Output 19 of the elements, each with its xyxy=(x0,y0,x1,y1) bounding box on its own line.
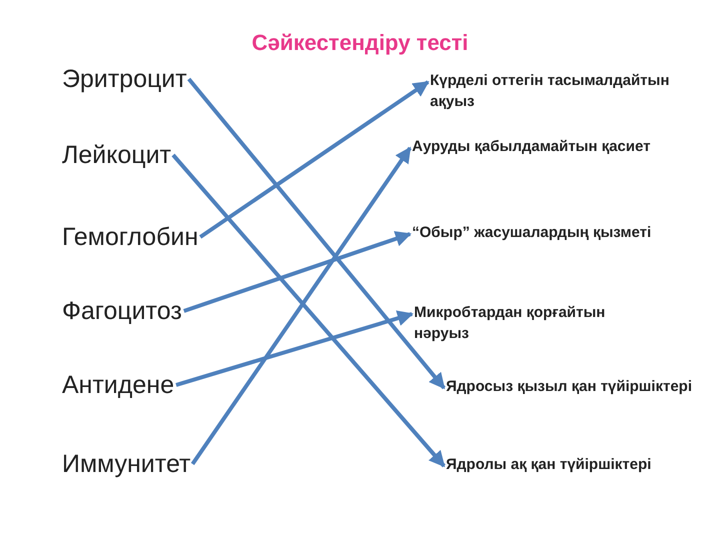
arrow xyxy=(176,310,414,387)
definition-text: Микробтардан қорғайтын нәруыз xyxy=(414,302,664,344)
definition-text: Ядросыз қызыл қан түйіршіктері xyxy=(446,376,696,397)
definition-text: Ядролы ақ қан түйіршіктері xyxy=(446,454,696,475)
arrow xyxy=(183,231,412,313)
term-text: Эритроцит xyxy=(62,64,187,94)
term-text: Гемоглобин xyxy=(62,222,198,252)
arrow xyxy=(172,154,446,468)
arrow xyxy=(190,146,412,466)
definition-text: “Обыр” жасушалардың қызметі xyxy=(412,222,662,243)
arrow xyxy=(199,80,430,239)
term-text: Лейкоцит xyxy=(62,140,172,170)
term-text: Фагоцитоз xyxy=(62,296,182,326)
definition-text: Күрделі оттегін тасымалдайтын ақуыз xyxy=(430,70,680,112)
title: Сәйкестендіру тесті xyxy=(250,30,470,56)
definition-text: Ауруды қабылдамайтын қасиет xyxy=(412,136,662,157)
term-text: Иммунитет xyxy=(62,449,191,479)
arrow xyxy=(187,78,446,390)
term-text: Антидене xyxy=(62,370,174,400)
